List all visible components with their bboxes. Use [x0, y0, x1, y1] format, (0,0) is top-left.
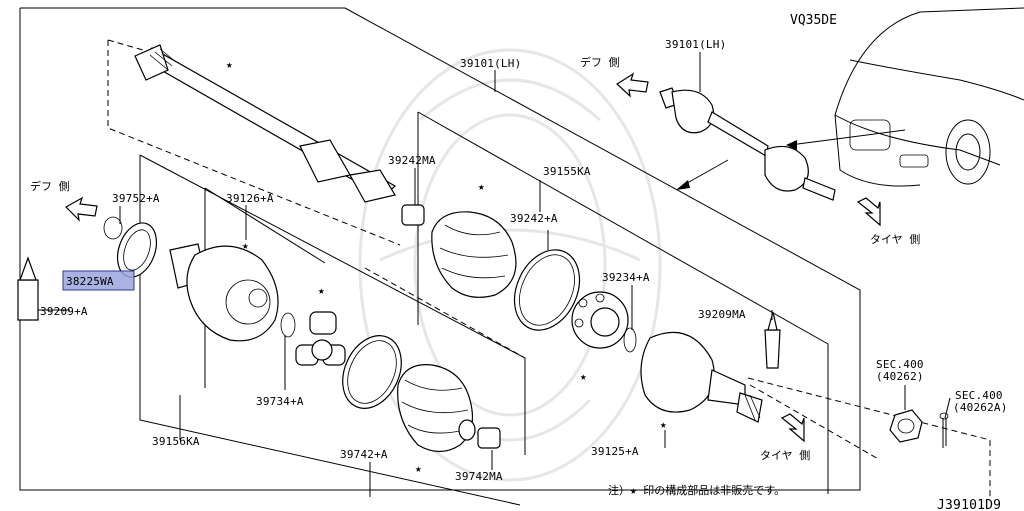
star-marker: ★	[242, 239, 249, 252]
star-markers: ★ ★ ★ ★ ★ ★ ★	[226, 58, 667, 475]
small-clamp-39742ma	[477, 427, 501, 449]
grease-tube-39209a	[17, 256, 39, 321]
boot-39742-left	[397, 364, 476, 453]
part-label-39234a: 39234+A	[602, 271, 650, 284]
star-marker: ★	[415, 462, 422, 475]
tripod-spider-left	[295, 311, 346, 366]
diff-side-arrow-left	[65, 196, 98, 222]
part-label-39742ma: 39742MA	[455, 470, 503, 483]
part-highlight	[62, 270, 135, 291]
sec-code-b: (40262A)	[953, 401, 1008, 414]
part-label-39155ka: 39155KA	[543, 165, 591, 178]
part-labels: VQ35DE 39101(LH) 39101(LH) デフ 側 39242MA …	[30, 13, 1008, 511]
part-label-38225wa: 38225WA	[66, 275, 114, 288]
part-label-39242a: 39242+A	[510, 212, 558, 225]
sec-code-a: (40262)	[876, 370, 924, 383]
part-label-39209a: 39209+A	[40, 305, 88, 318]
driveshaft-overview	[659, 87, 836, 201]
direction-tire-upper: タイヤ 側	[870, 233, 920, 246]
cotter-pin	[939, 412, 949, 448]
part-label-39734a: 39734+A	[256, 395, 304, 408]
part-label-39156ka: 39156KA	[152, 435, 200, 448]
part-label-39209ma: 39209MA	[698, 308, 746, 321]
snap-ring-right	[623, 327, 637, 353]
snap-ring-39734a	[280, 312, 296, 338]
star-marker: ★	[226, 58, 233, 71]
outer-cv-joint-39125a	[640, 331, 763, 423]
leader-lines	[38, 52, 951, 497]
clamp-39242a	[513, 249, 581, 331]
vehicle-front-silhouette	[834, 7, 1024, 187]
inner-joint-housing-39126a	[169, 243, 279, 342]
direction-tire-lower: タイヤ 側	[760, 449, 810, 462]
part-label-39742a: 39742+A	[340, 448, 388, 461]
circlip-left	[103, 216, 123, 240]
part-label-39126a: 39126+A	[226, 192, 274, 205]
boot-clamp-39742a	[342, 335, 402, 409]
footnote: 注）★ 印の構成部品は非販売です。	[608, 483, 785, 497]
diagram-code: J39101D9	[937, 498, 1001, 511]
engine-label: VQ35DE	[790, 13, 837, 28]
overview-arrows	[676, 129, 906, 190]
star-marker: ★	[318, 284, 325, 297]
drive-shaft-long	[134, 44, 397, 203]
hub-nut	[889, 409, 923, 443]
star-marker: ★	[580, 370, 587, 383]
assembly-frame-39101	[19, 7, 861, 491]
part-label-39101-lh-b: 39101(LH)	[665, 38, 726, 51]
sec-label-a: SEC.400	[876, 358, 924, 371]
direction-diff-upper: デフ 側	[580, 55, 620, 69]
tire-side-arrow-lower	[780, 413, 805, 443]
direction-diff-left: デフ 側	[30, 179, 70, 193]
part-label-39125a: 39125+A	[591, 445, 639, 458]
oil-seal-39752a	[116, 222, 158, 278]
sec-label-b: SEC.400	[955, 389, 1003, 402]
star-marker: ★	[660, 418, 667, 431]
spider-39234a	[571, 291, 629, 349]
star-marker: ★	[478, 180, 485, 193]
part-label-39242ma: 39242MA	[388, 154, 436, 167]
part-label-39752a: 39752+A	[112, 192, 160, 205]
boot-39155ka	[401, 204, 517, 298]
dashed-guides	[107, 39, 991, 500]
diff-side-arrow-upper	[616, 72, 649, 98]
grease-tube-39209ma	[764, 311, 781, 369]
part-label-39101-lh-a: 39101(LH)	[460, 57, 521, 70]
tire-side-arrow-upper	[856, 197, 881, 227]
watermark-emblem	[358, 48, 662, 482]
